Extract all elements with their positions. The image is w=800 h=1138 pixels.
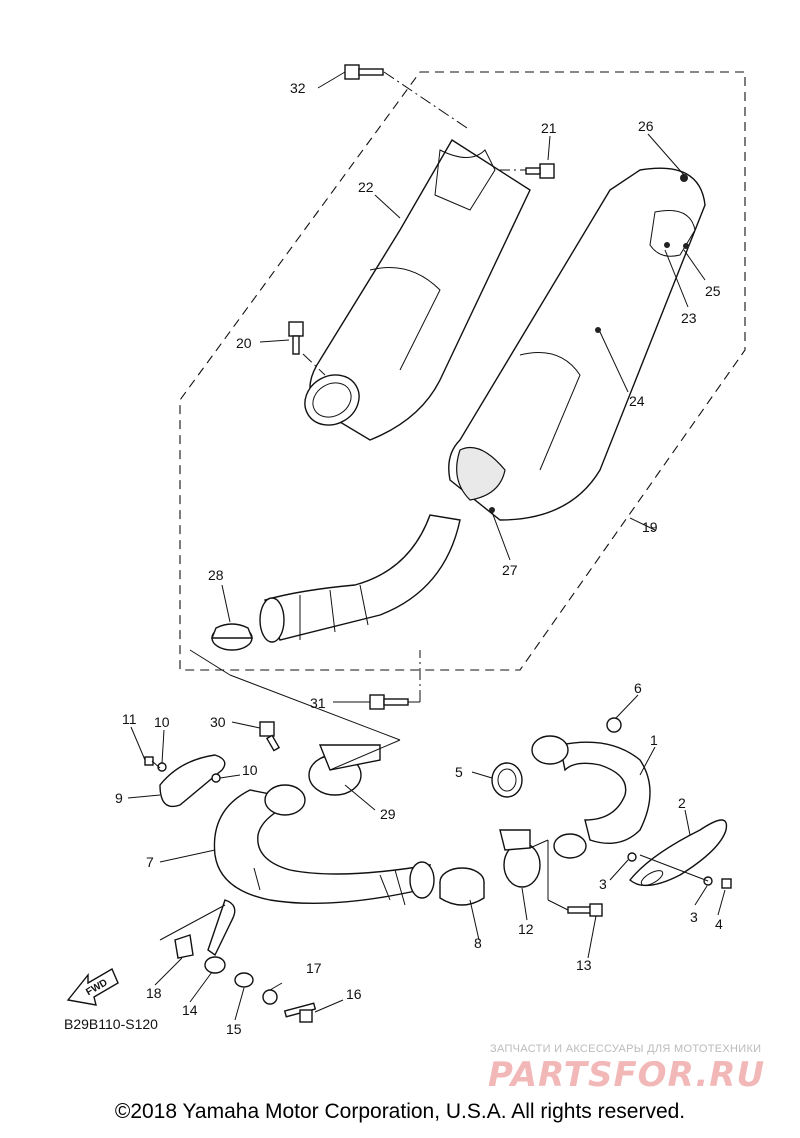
- callout-23: 23: [681, 310, 697, 326]
- callout-1: 1: [650, 732, 658, 748]
- part-32-bolt[interactable]: [344, 64, 384, 80]
- copyright-notice: ©2018 Yamaha Motor Corporation, U.S.A. A…: [114, 1100, 686, 1123]
- part-1-exhaust-pipe[interactable]: [531, 735, 651, 859]
- part-28-gasket-ring[interactable]: [210, 623, 254, 651]
- diagram-code: B29B110-S120: [64, 1016, 158, 1032]
- part-21-screw[interactable]: [525, 163, 555, 179]
- part-22-muffler-cover[interactable]: [296, 139, 531, 441]
- callout-5: 5: [455, 764, 463, 780]
- callout-13: 13: [576, 957, 592, 973]
- part-17-washer[interactable]: [262, 989, 278, 1005]
- callout-4: 4: [715, 916, 723, 932]
- callout-21: 21: [541, 120, 557, 136]
- callout-8: 8: [474, 935, 482, 951]
- callout-30: 30: [210, 714, 226, 730]
- part-13-bolt[interactable]: [567, 903, 603, 917]
- part-12-clamp[interactable]: [499, 829, 541, 888]
- callout-27: 27: [502, 562, 518, 578]
- part-10-washer-lower[interactable]: [211, 773, 221, 783]
- callout-3b: 3: [690, 909, 698, 925]
- callout-22: 22: [358, 179, 374, 195]
- callout-7: 7: [146, 854, 154, 870]
- part-3-washer-a[interactable]: [627, 852, 637, 862]
- part-29-clamp[interactable]: [308, 744, 381, 796]
- part-15-collar[interactable]: [234, 972, 254, 988]
- part-5-gasket[interactable]: [491, 762, 523, 798]
- callout-6: 6: [634, 680, 642, 696]
- callout-14: 14: [182, 1002, 198, 1018]
- part-31-bolt[interactable]: [369, 694, 409, 710]
- part-30-bolt[interactable]: [259, 721, 281, 752]
- part-7-exhaust-pipe[interactable]: [213, 784, 435, 906]
- part-18-bracket[interactable]: [174, 899, 236, 959]
- part-20-bolt[interactable]: [288, 321, 304, 355]
- leader-lines: [127, 71, 726, 1021]
- guide-lines: [151, 71, 709, 941]
- callout-20: 20: [236, 335, 252, 351]
- callout-2: 2: [678, 795, 686, 811]
- callout-17: 17: [306, 960, 322, 976]
- part-9-protector[interactable]: [159, 754, 226, 808]
- callout-11: 11: [122, 711, 137, 727]
- part-24-muffler-body[interactable]: [448, 167, 706, 521]
- callout-16: 16: [346, 986, 362, 1002]
- callout-15: 15: [226, 1021, 242, 1037]
- part-2-protector[interactable]: [629, 819, 728, 888]
- callout-29: 29: [380, 806, 396, 822]
- part-6-nut[interactable]: [606, 717, 622, 733]
- part-8-gasket[interactable]: [439, 867, 485, 906]
- callout-labels: 32 21 22 20 26 25 23 24 19 27 28 31 30 2…: [115, 80, 723, 1037]
- watermark-logo: PARTSFOR.RU: [488, 1055, 766, 1095]
- callout-31: 31: [310, 695, 326, 711]
- callout-19: 19: [642, 519, 658, 535]
- assembly-boundary: [179, 71, 746, 671]
- part-16-bolt[interactable]: [283, 1002, 317, 1023]
- callout-12: 12: [518, 921, 534, 937]
- part-14-damper[interactable]: [204, 956, 226, 974]
- callout-24: 24: [629, 393, 645, 409]
- part-4-screw[interactable]: [721, 878, 732, 889]
- callout-25: 25: [705, 283, 721, 299]
- callout-9: 9: [115, 790, 123, 806]
- callout-26: 26: [638, 118, 654, 134]
- part-28-joint-pipe[interactable]: [259, 514, 461, 643]
- callout-10b: 10: [242, 762, 258, 778]
- callout-28: 28: [208, 567, 224, 583]
- callout-10a: 10: [154, 714, 170, 730]
- part-11-screw[interactable]: [144, 756, 154, 766]
- watermark-tagline: ЗАПЧАСТИ И АКСЕССУАРЫ ДЛЯ МОТОТЕХНИКИ: [490, 1043, 762, 1055]
- callout-18: 18: [146, 985, 162, 1001]
- callout-32: 32: [290, 80, 306, 96]
- callout-3a: 3: [599, 876, 607, 892]
- fwd-arrow: FWD: [66, 967, 119, 1006]
